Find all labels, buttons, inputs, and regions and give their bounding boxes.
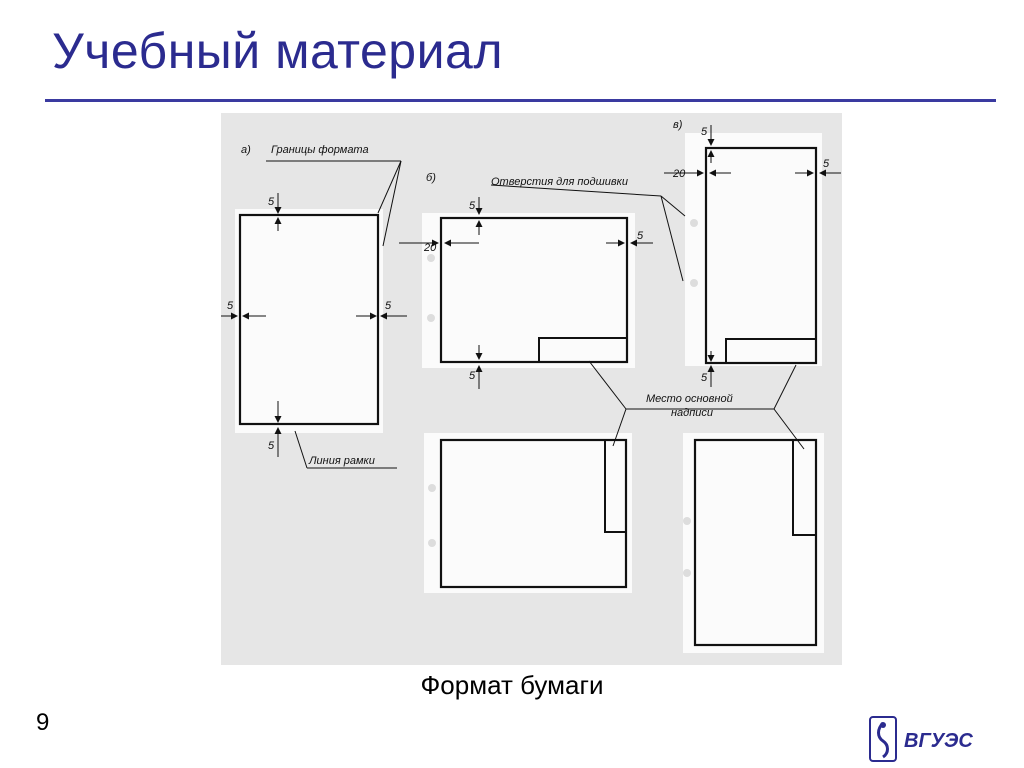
label-a: а)	[241, 144, 251, 156]
sheet-b-frame	[439, 216, 629, 364]
dim-20-b: 20	[423, 242, 437, 254]
sheet-v	[664, 125, 841, 387]
binding-hole	[683, 517, 691, 525]
sheet-b-paper	[422, 213, 635, 368]
label-v: в)	[673, 119, 683, 131]
sheet-b-title-block	[538, 337, 628, 363]
dim-20-v: 20	[672, 168, 686, 180]
label-title-block-line1: Место основной	[646, 393, 733, 405]
dim-5-top-v: 5	[701, 126, 708, 138]
sheet-v-rotated-frame	[693, 438, 818, 647]
label-frame-line: Линия рамки	[308, 455, 375, 467]
binding-hole	[690, 219, 698, 227]
sheet-b-rotated	[424, 433, 632, 593]
dim-5-top-a: 5	[268, 196, 275, 208]
title-divider	[45, 99, 996, 102]
binding-hole	[690, 279, 698, 287]
sheet-a-frame	[238, 213, 380, 426]
sheet-v-paper	[685, 133, 822, 366]
sheet-v-rotated-paper	[683, 433, 824, 653]
dim-5-left-a: 5	[227, 300, 234, 312]
sheet-v-rotated	[683, 433, 824, 653]
binding-hole	[428, 484, 436, 492]
binding-hole	[428, 539, 436, 547]
dim-5-top-b: 5	[469, 200, 476, 212]
label-title-block-line2: надписи	[671, 407, 713, 419]
university-logo: ВГУЭС	[869, 716, 973, 762]
dim-5-right-v: 5	[823, 158, 830, 170]
binding-hole	[427, 314, 435, 322]
binding-hole	[427, 254, 435, 262]
paper-format-figure: а) Границы формата б) Отверстия для подш…	[221, 113, 842, 665]
label-b: б)	[426, 172, 436, 184]
logo-text: ВГУЭС	[904, 730, 973, 752]
figure-caption: Формат бумаги	[420, 670, 604, 700]
sheet-b	[399, 197, 653, 389]
slide-title: Учебный материал	[52, 23, 504, 79]
label-format-bounds: Границы формата	[271, 144, 369, 156]
dim-5-bottom-v: 5	[701, 372, 708, 384]
sheet-a	[221, 160, 407, 469]
sheet-v-rotated-title-block	[792, 439, 817, 536]
dim-5-bottom-b: 5	[469, 370, 476, 382]
sheet-a-paper	[235, 209, 383, 433]
sheet-b-rotated-paper	[424, 433, 632, 593]
binding-hole	[683, 569, 691, 577]
page-number: 9	[36, 709, 50, 736]
dim-5-right-a: 5	[385, 300, 392, 312]
paper-format-diagram: а) Границы формата б) Отверстия для подш…	[221, 119, 841, 653]
sheet-v-title-block	[725, 338, 817, 364]
dim-5-right-b: 5	[637, 230, 644, 242]
logo-emblem-icon	[869, 716, 897, 762]
dim-5-bottom-a: 5	[268, 440, 275, 452]
label-binding-holes: Отверстия для подшивки	[491, 176, 628, 188]
